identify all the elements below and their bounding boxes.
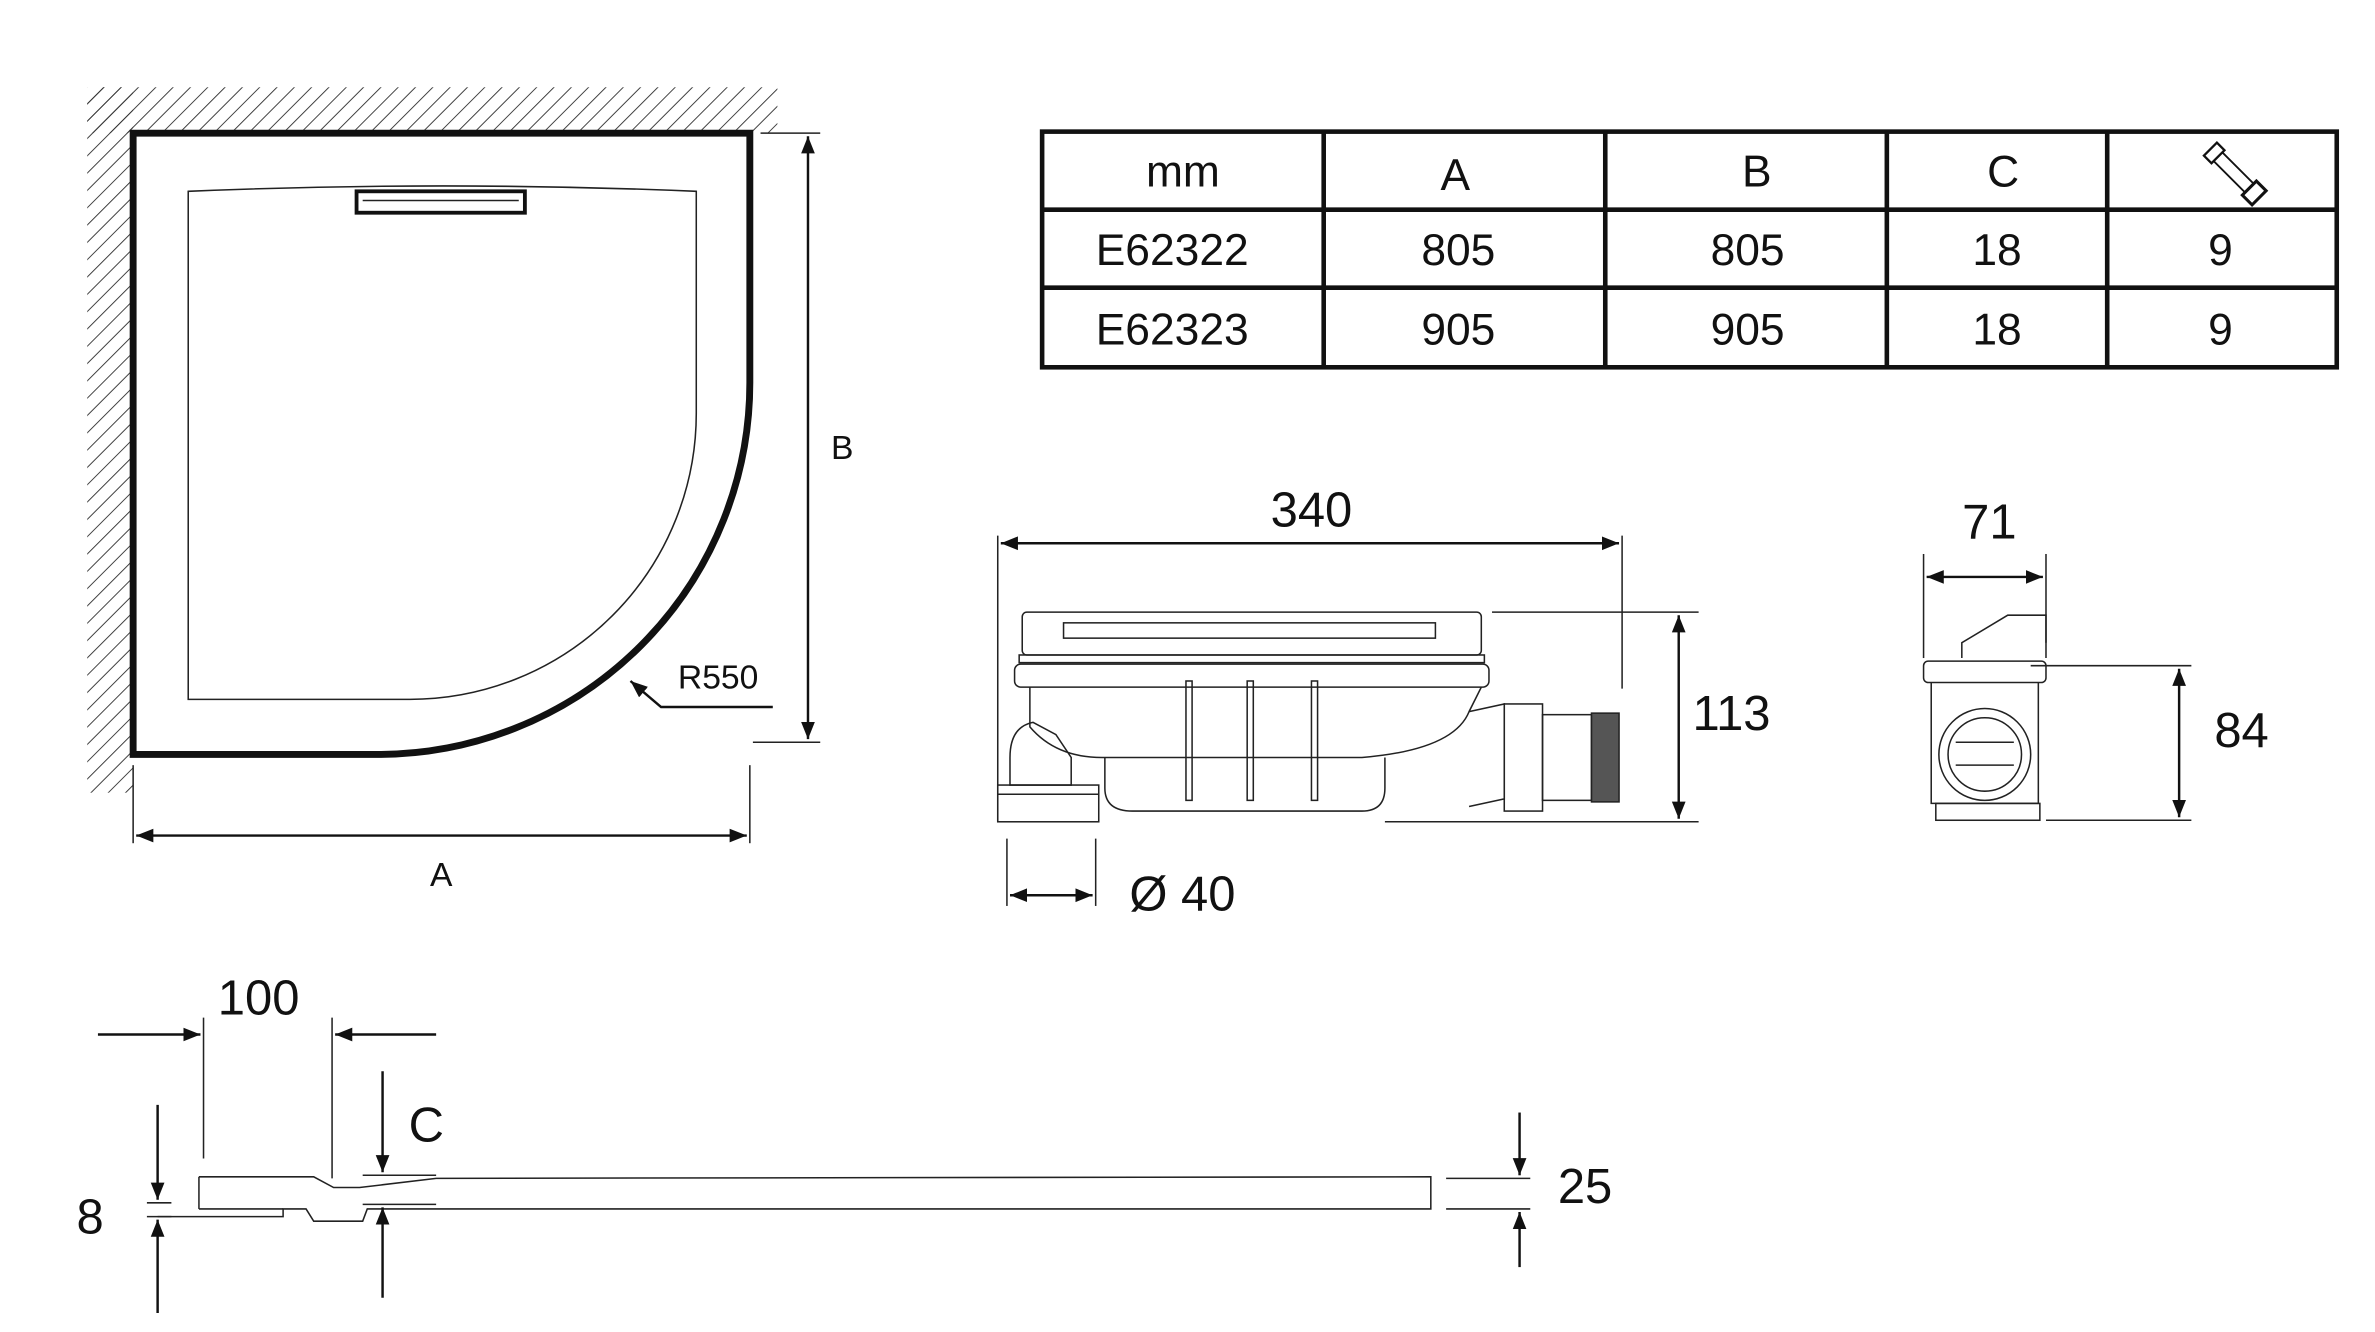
- dimension-outlet-label: Ø 40: [1129, 868, 1235, 922]
- wall-hatch-left: [87, 87, 134, 793]
- section-view: 100 C 8 25: [77, 972, 1612, 1314]
- svg-text:E62322: E62322: [1096, 226, 1249, 275]
- dimension-84-label: 84: [2214, 704, 2268, 758]
- table-row: E62322 805 805 18 9: [1096, 226, 2233, 275]
- tray-inner-outline: [187, 185, 698, 701]
- drain-body: [996, 611, 1620, 823]
- svg-text:9: 9: [2208, 305, 2233, 354]
- drain-side-view: 340 113 Ø 40: [996, 483, 1771, 922]
- wall-hatch-top: [87, 87, 778, 134]
- dimension-113-label: 113: [1692, 687, 1770, 741]
- drain-front-body: [1922, 614, 2047, 822]
- svg-text:18: 18: [1972, 226, 2021, 275]
- dimension-25-label: 25: [1558, 1160, 1612, 1214]
- dimension-340-label: 340: [1271, 483, 1353, 537]
- dimension-100-label: 100: [218, 972, 300, 1026]
- drain-pipe-icon: [2202, 141, 2269, 208]
- radius-leader: [629, 680, 773, 709]
- tray-profile: [157, 1176, 1432, 1222]
- header-a: A: [1441, 151, 1471, 200]
- svg-text:805: 805: [1421, 226, 1495, 275]
- svg-text:905: 905: [1711, 305, 1785, 354]
- dimension-a-label: A: [430, 857, 453, 894]
- table-row: E62323 905 905 18 9: [1096, 305, 2233, 354]
- header-b: B: [1742, 148, 1772, 197]
- dimension-71-label: 71: [1962, 496, 2016, 550]
- header-mm: mm: [1146, 148, 1220, 197]
- svg-text:18: 18: [1972, 305, 2021, 354]
- svg-text:9: 9: [2208, 226, 2233, 275]
- table-header: mm A B C: [1146, 148, 2019, 200]
- dimension-c-label: C: [409, 1099, 444, 1153]
- svg-text:E62323: E62323: [1096, 305, 1249, 354]
- svg-text:905: 905: [1421, 305, 1495, 354]
- radius-label: R550: [678, 660, 758, 697]
- drain-front-view: 71 84: [1922, 496, 2269, 822]
- dimensions-table: mm A B C E62322 805 805 18 9 E62323 905 …: [1039, 129, 2340, 370]
- svg-text:805: 805: [1711, 226, 1785, 275]
- tray-outline: [129, 129, 754, 758]
- plan-view: R550 B A: [87, 87, 853, 894]
- dimension-b-label: B: [831, 430, 853, 467]
- header-c: C: [1987, 148, 2019, 197]
- drain-grate: [354, 189, 527, 215]
- dimension-8-label: 8: [77, 1190, 104, 1244]
